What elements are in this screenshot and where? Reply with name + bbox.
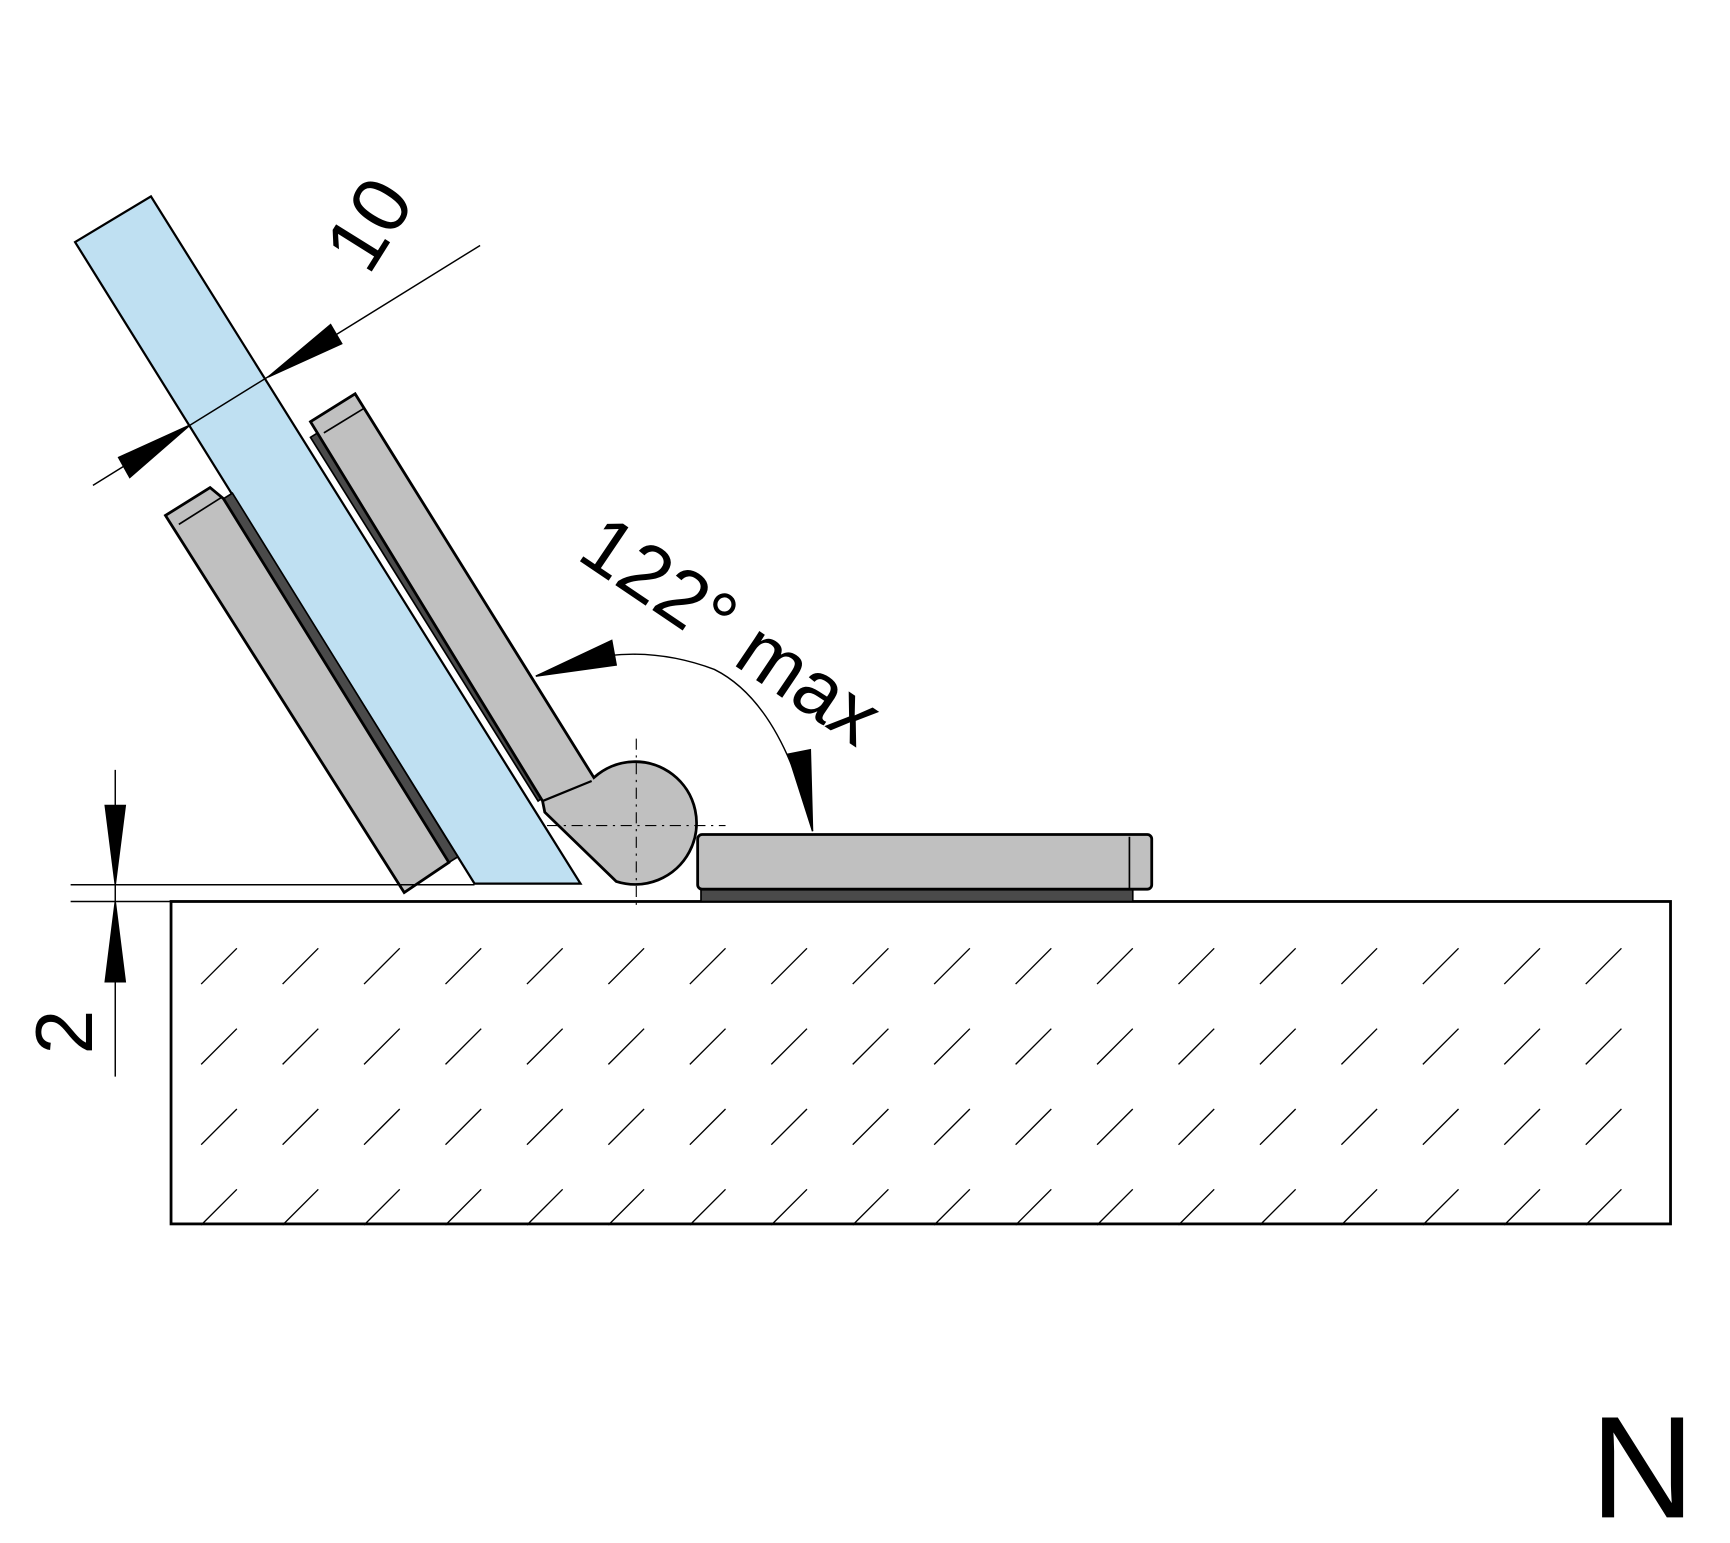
hatch-line (1422, 1028, 1460, 1065)
hatch-line (200, 947, 238, 985)
thickness-label: 10 (307, 163, 431, 286)
hatch-line (770, 1028, 808, 1065)
hatch-line (1259, 947, 1297, 985)
hatch-line (1340, 947, 1378, 985)
hatch-line (445, 1028, 482, 1065)
hatch-line (770, 947, 808, 985)
hatch-line (1422, 1188, 1460, 1226)
hatch-line (1259, 1108, 1297, 1146)
hatch-line (1422, 1108, 1460, 1146)
hatch-line (770, 1188, 808, 1226)
angle-dimension (535, 639, 814, 832)
gap-label: 2 (20, 1010, 110, 1055)
hatch-line (1178, 947, 1215, 985)
hatch-line (689, 1108, 727, 1146)
hatch-line (1585, 947, 1622, 985)
hatch-line (852, 1188, 889, 1226)
hatch-line (445, 1188, 482, 1226)
hatch-line (1096, 1108, 1134, 1146)
hatch-line (1503, 1108, 1541, 1146)
hatch-line (282, 1188, 319, 1226)
hatch-line (933, 1028, 971, 1065)
horizontal-mounting-plate (696, 833, 1154, 903)
hatch-line (1585, 1108, 1622, 1146)
left-clamp-plate (163, 485, 459, 895)
substrate (169, 900, 1672, 1226)
hatch-line (1259, 1188, 1297, 1226)
hatch-line (607, 1188, 645, 1226)
thickness-dimension (92, 244, 481, 486)
hatch-line (1096, 1028, 1134, 1065)
hatch-line (445, 947, 482, 985)
hatch-line (200, 1188, 238, 1226)
glass-panel (73, 194, 583, 885)
hatch-line (607, 947, 645, 985)
hatch-line (933, 1188, 971, 1226)
hatch-line (526, 1108, 564, 1146)
hatch-line (1503, 1188, 1541, 1226)
hatch-line (607, 1108, 645, 1146)
hatch-line (1015, 1188, 1052, 1226)
hatch-line (852, 1108, 889, 1146)
angle-label: 122° max (565, 498, 897, 763)
hatch-line (526, 1028, 564, 1065)
hatch-line (1178, 1028, 1215, 1065)
hatch-line (363, 947, 401, 985)
hatch-line (1096, 947, 1134, 985)
hatch-line (1259, 1028, 1297, 1065)
hatch-line (852, 1028, 889, 1065)
hatch-line (1340, 1108, 1378, 1146)
hatch-line (1503, 1028, 1541, 1065)
hatch-line (1015, 1108, 1052, 1146)
hatch-line (689, 1028, 727, 1065)
variant-letter: N (1590, 1386, 1695, 1543)
hatch-line (1422, 947, 1460, 985)
hinge-axis-centerlines (547, 738, 726, 910)
hatch-line (1503, 947, 1541, 985)
hatch-line (1340, 1188, 1378, 1226)
hatch-line (689, 1188, 727, 1226)
hatch-line (200, 1108, 238, 1146)
hatch-line (363, 1188, 401, 1226)
hatch-line (933, 1108, 971, 1146)
gap-dimension (70, 769, 475, 1077)
hatch-line (1015, 1028, 1052, 1065)
right-clamp-plate (308, 391, 698, 886)
hatch-line (363, 1108, 401, 1146)
hatch-line (282, 1108, 319, 1146)
hatch-line (1585, 1188, 1622, 1226)
hatch-line (1340, 1028, 1378, 1065)
hatch-line (1096, 1188, 1134, 1226)
hatch-line (200, 1028, 238, 1065)
hatch-line (526, 1188, 564, 1226)
hatch-line (689, 947, 727, 985)
hatch-line (363, 1028, 401, 1065)
hatch-line (852, 947, 889, 985)
hatch-line (526, 947, 564, 985)
hatch-line (282, 947, 319, 985)
hatch-line (445, 1108, 482, 1146)
hatch-line (1015, 947, 1052, 985)
hatch-line (607, 1028, 645, 1065)
hatch-line (1178, 1188, 1215, 1226)
hatch-line (1178, 1108, 1215, 1146)
hatch-line (282, 1028, 319, 1065)
hatch-line (933, 947, 971, 985)
hatch-line (1585, 1028, 1622, 1065)
hatch-line (770, 1108, 808, 1146)
